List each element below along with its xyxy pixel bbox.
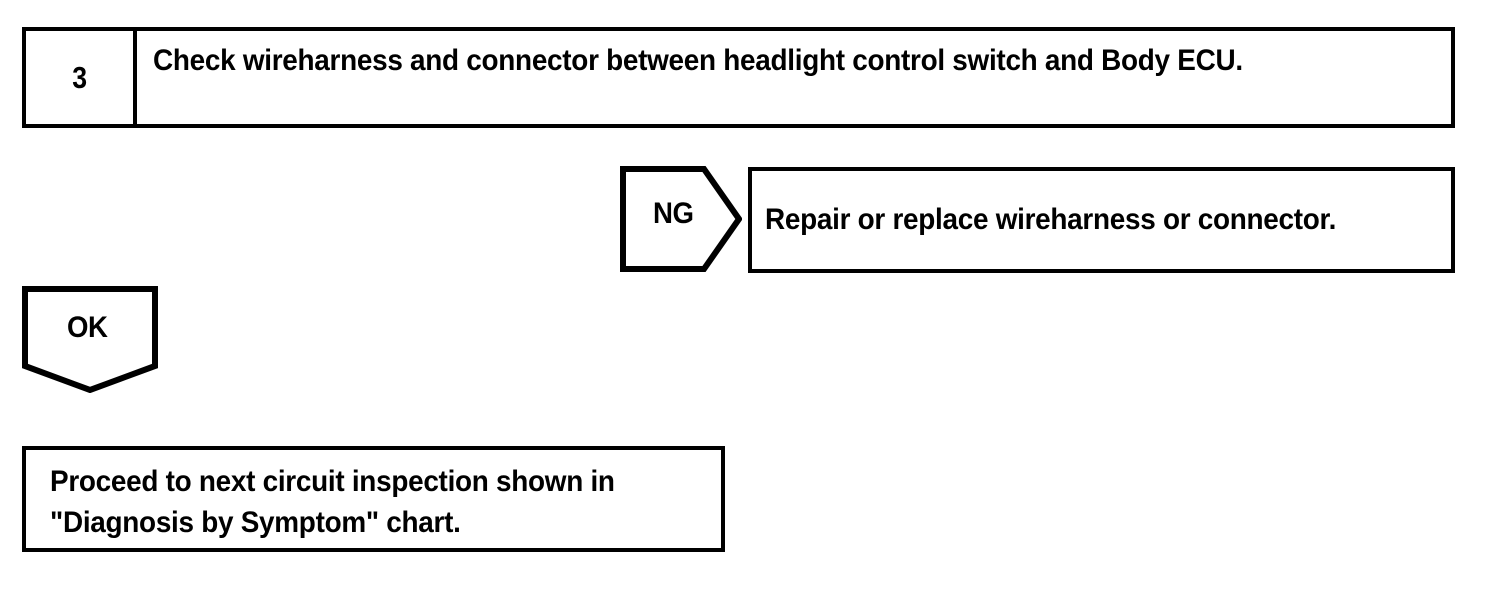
step-instruction-text: Check wireharness and connector between … bbox=[153, 44, 1243, 77]
step-number-cell: 3 bbox=[26, 31, 137, 124]
step-box: 3 Check wireharness and connector betwee… bbox=[22, 27, 1455, 128]
ng-result-box: Repair or replace wireharness or connect… bbox=[748, 167, 1455, 273]
ok-result-text: Proceed to next circuit inspection shown… bbox=[50, 465, 615, 539]
ng-arrow-shape bbox=[620, 166, 742, 272]
ok-arrow-shape bbox=[22, 286, 158, 393]
ok-result-box: Proceed to next circuit inspection shown… bbox=[22, 446, 725, 552]
ng-label: NG bbox=[653, 197, 694, 230]
ok-label: OK bbox=[67, 311, 108, 344]
ng-arrow: NG bbox=[620, 166, 742, 272]
step-number: 3 bbox=[72, 60, 87, 95]
ok-arrow: OK bbox=[22, 286, 158, 393]
ng-result-text: Repair or replace wireharness or connect… bbox=[765, 202, 1337, 236]
